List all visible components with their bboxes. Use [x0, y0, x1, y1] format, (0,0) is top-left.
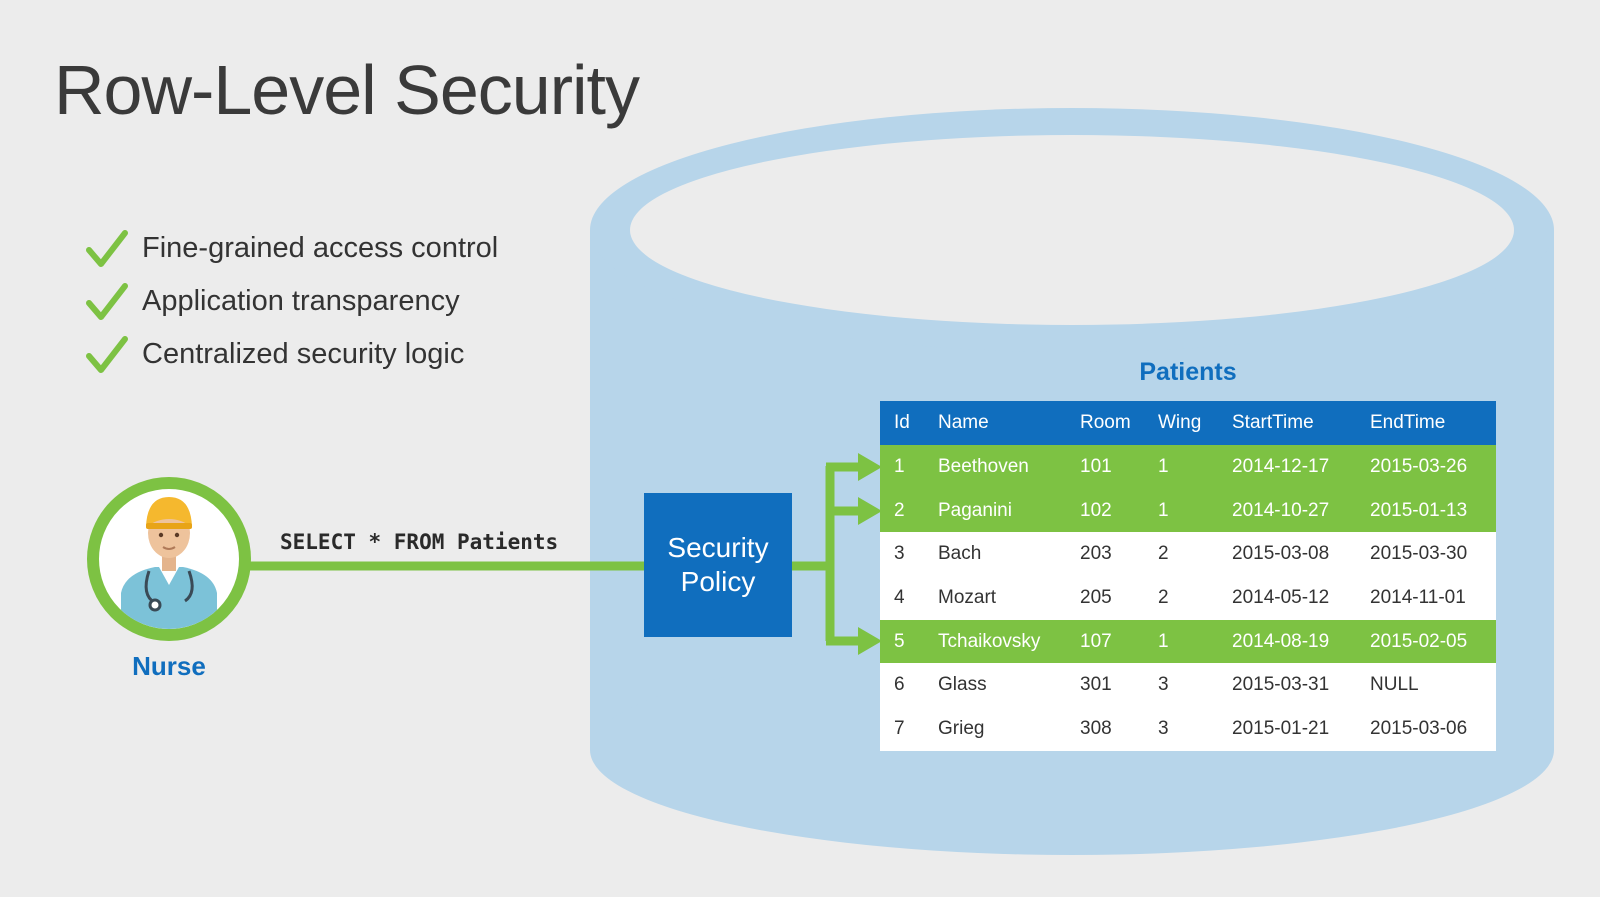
table-cell: 2 [1144, 576, 1218, 620]
nurse-label: Nurse [132, 651, 206, 681]
nurse-avatar-icon [87, 477, 251, 641]
column-header: Id [880, 401, 924, 445]
sql-query: SELECT * FROM Patients [280, 530, 559, 554]
table-cell: 2014-08-19 [1218, 619, 1356, 664]
column-header: Wing [1144, 401, 1218, 445]
feature-item: Centralized security logic [86, 328, 498, 381]
table-cell: 301 [1066, 663, 1144, 708]
table-cell: 3 [880, 532, 924, 577]
table-cell: 2014-12-17 [1218, 445, 1356, 489]
arrow-heads [858, 453, 882, 655]
feature-text: Application transparency [142, 285, 460, 317]
policy-line-1: Security [667, 532, 769, 563]
feature-item: Application transparency [86, 275, 498, 328]
table-cell: 2 [1144, 532, 1218, 577]
table-cell: 102 [1066, 488, 1144, 533]
table-cell: 6 [880, 663, 924, 708]
table-cell: 1 [1144, 488, 1218, 533]
table-cell: Glass [924, 663, 1066, 708]
table-cell: Paganini [924, 488, 1066, 533]
table-cell: 101 [1066, 445, 1144, 489]
table-cell: Beethoven [924, 445, 1066, 489]
security-policy-box: Security Policy [644, 493, 792, 637]
table-cell: 3 [1144, 663, 1218, 708]
table-cell: 203 [1066, 532, 1144, 577]
table-cell: 7 [880, 707, 924, 751]
column-header: Room [1066, 401, 1144, 445]
table-cell: 205 [1066, 576, 1144, 620]
table-cell: 107 [1066, 619, 1144, 664]
table-cell: Mozart [924, 576, 1066, 620]
table-cell: 2015-03-31 [1218, 663, 1356, 708]
table-title: Patients [1139, 358, 1237, 386]
check-icon [86, 282, 128, 320]
column-header: Name [924, 401, 1066, 445]
table-cell: 2015-03-26 [1356, 445, 1496, 489]
table-cell: 2015-02-05 [1356, 619, 1496, 664]
slide-title: Row-Level Security [54, 51, 640, 129]
feature-text: Centralized security logic [142, 338, 465, 370]
feature-list: Fine-grained access control Application … [86, 222, 498, 381]
table-cell: 1 [880, 445, 924, 489]
table-cell: NULL [1356, 663, 1496, 708]
table-cell: 2015-03-08 [1218, 532, 1356, 577]
table-header-row: Id Name Room Wing StartTime EndTime [880, 401, 1496, 445]
filter-arrows [790, 462, 862, 646]
table-cell: 2014-11-01 [1356, 576, 1496, 620]
table-cell: 2014-10-27 [1218, 488, 1356, 533]
table-cell: Bach [924, 532, 1066, 577]
policy-line-2: Policy [680, 566, 756, 597]
table-cell: 308 [1066, 707, 1144, 751]
nurse-avatar [85, 475, 253, 643]
table-cell: 2015-03-06 [1356, 707, 1496, 751]
column-header: StartTime [1218, 401, 1356, 445]
check-icon [86, 335, 128, 373]
column-header: EndTime [1356, 401, 1496, 445]
table-cell: 5 [880, 619, 924, 664]
table-cell: 2015-01-21 [1218, 707, 1356, 751]
table-cell: 2014-05-12 [1218, 576, 1356, 620]
table-cell: 1 [1144, 619, 1218, 664]
table-cell: 1 [1144, 445, 1218, 489]
table-cell: 2015-03-30 [1356, 532, 1496, 577]
table-cell: 3 [1144, 707, 1218, 751]
table-cell: 2015-01-13 [1356, 488, 1496, 533]
feature-text: Fine-grained access control [142, 232, 499, 264]
feature-item: Fine-grained access control [86, 222, 498, 275]
table-cell: Tchaikovsky [924, 619, 1066, 664]
table-cell: 4 [880, 576, 924, 620]
check-icon [86, 229, 128, 267]
table-cell: 2 [880, 488, 924, 533]
table-cell: Grieg [924, 707, 1066, 751]
